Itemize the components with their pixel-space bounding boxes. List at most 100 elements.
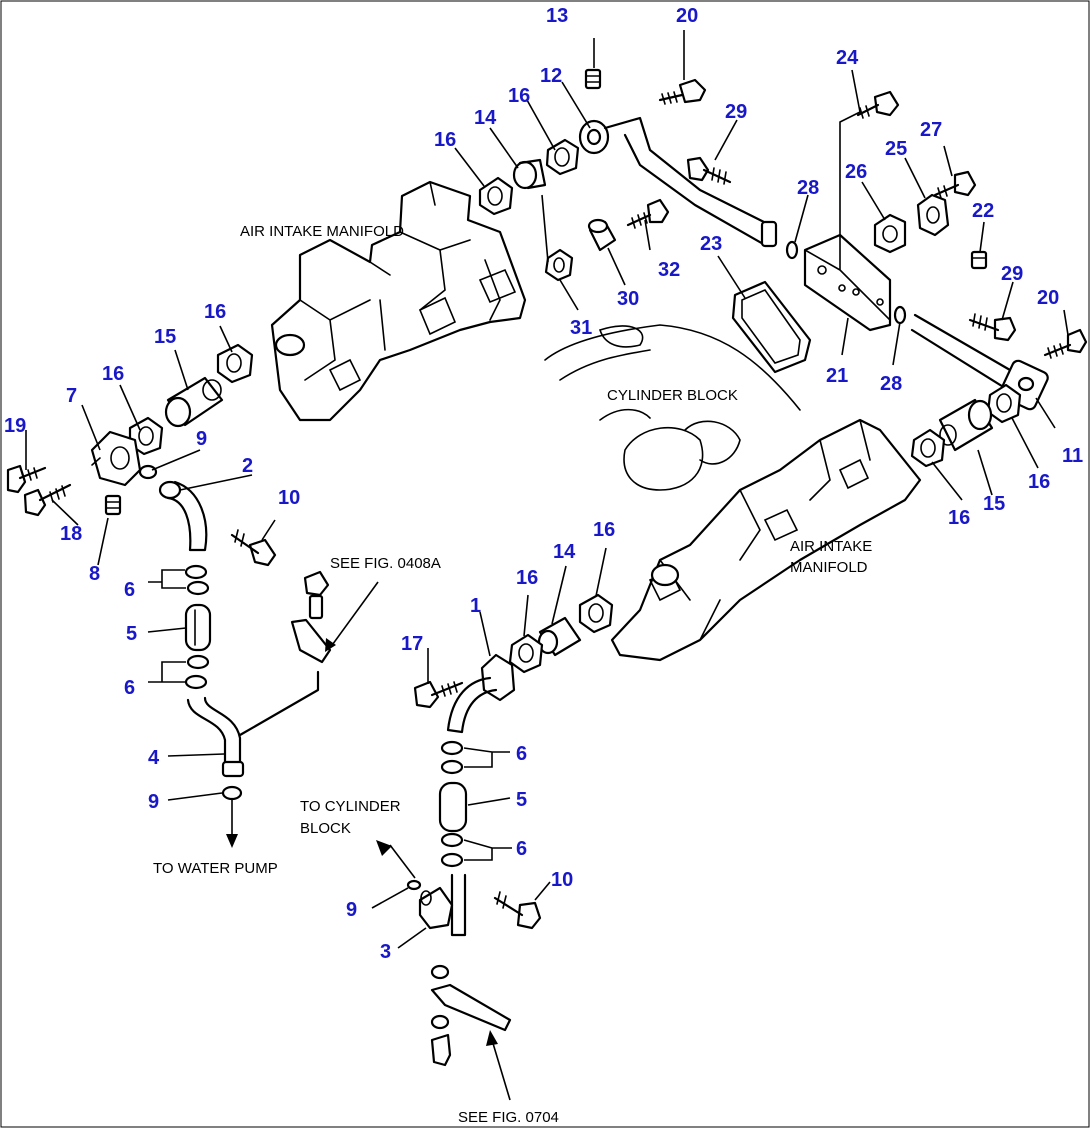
cylinder-block-outline bbox=[544, 324, 801, 491]
connector-15-right bbox=[938, 398, 994, 452]
callout-14-lower: 14 bbox=[553, 541, 576, 563]
callout-16-left-a: 16 bbox=[204, 301, 226, 323]
clamp-6-right-lower bbox=[440, 832, 464, 868]
callout-6-right-lower: 6 bbox=[516, 838, 527, 860]
clamp-6-right-upper bbox=[440, 740, 464, 775]
callout-3: 3 bbox=[380, 941, 391, 963]
oring-9-lower bbox=[406, 879, 422, 891]
oring-9-left bbox=[138, 464, 158, 480]
bolt-27 bbox=[933, 170, 977, 199]
callout-5-left: 5 bbox=[126, 623, 137, 645]
callout-22: 22 bbox=[972, 200, 994, 222]
annotation-to-water-pump: TO WATER PUMP bbox=[153, 860, 278, 877]
bolt-20-upper bbox=[658, 78, 707, 105]
gasket-16-lower-b bbox=[508, 633, 544, 674]
oring-9-pump bbox=[221, 785, 243, 801]
gasket-31 bbox=[544, 248, 574, 282]
callout-16-lower-a: 16 bbox=[593, 519, 615, 541]
bracket-7 bbox=[90, 430, 142, 487]
callout-16-right-b: 16 bbox=[948, 507, 970, 529]
callout-15-left: 15 bbox=[154, 326, 176, 348]
bracket-0408a bbox=[290, 570, 332, 664]
annotation-to-cylinder-block-2: BLOCK bbox=[300, 820, 351, 837]
annotation-see-fig-0408a: SEE FIG. 0408A bbox=[330, 555, 441, 572]
callout-26: 26 bbox=[845, 161, 867, 183]
callout-17: 17 bbox=[401, 633, 423, 655]
hose-5-right bbox=[438, 781, 468, 833]
callout-19: 19 bbox=[4, 415, 26, 437]
gasket-16-upper-a bbox=[478, 176, 514, 216]
callout-2: 2 bbox=[242, 455, 253, 477]
callout-25: 25 bbox=[885, 138, 907, 160]
elbow-pipe-2 bbox=[158, 480, 208, 552]
callout-6-left-upper: 6 bbox=[124, 579, 135, 601]
hose-5-left bbox=[184, 603, 212, 652]
callout-21: 21 bbox=[826, 365, 848, 387]
callout-28-right: 28 bbox=[880, 373, 902, 395]
bolt-29-upper bbox=[686, 156, 732, 185]
bolt-10-upper bbox=[230, 529, 277, 567]
annotation-cylinder-block: CYLINDER BLOCK bbox=[607, 387, 738, 404]
callout-labels: 13 20 12 16 14 16 29 24 27 25 26 28 22 2… bbox=[4, 5, 1083, 963]
callout-16-left-b: 16 bbox=[102, 363, 124, 385]
callout-16-right-a: 16 bbox=[1028, 471, 1050, 493]
elbow-pipe-1 bbox=[446, 653, 516, 734]
callout-7: 7 bbox=[66, 385, 77, 407]
callout-16-top-a: 16 bbox=[434, 129, 456, 151]
plug-8 bbox=[104, 494, 122, 516]
callout-18: 18 bbox=[60, 523, 82, 545]
gasket-16-right-b bbox=[910, 428, 946, 468]
annotation-see-fig-0704: SEE FIG. 0704 bbox=[458, 1109, 559, 1126]
callout-30: 30 bbox=[617, 288, 639, 310]
callout-9-pump: 9 bbox=[148, 791, 159, 813]
bolt-18 bbox=[23, 483, 72, 517]
callout-6-right-upper: 6 bbox=[516, 743, 527, 765]
pipe-4 bbox=[186, 670, 320, 778]
lower-air-intake-manifold bbox=[610, 418, 922, 662]
callout-24: 24 bbox=[836, 47, 859, 69]
callout-16-top-b: 16 bbox=[508, 85, 530, 107]
callout-11: 11 bbox=[1062, 445, 1083, 467]
callout-13: 13 bbox=[546, 5, 568, 27]
gasket-25 bbox=[916, 193, 950, 237]
callout-8: 8 bbox=[89, 563, 100, 585]
callout-9-lower: 9 bbox=[346, 899, 357, 921]
callout-6-left-lower: 6 bbox=[124, 677, 135, 699]
gasket-16-left-a bbox=[216, 343, 254, 384]
callout-15-right: 15 bbox=[983, 493, 1005, 515]
bolt-20-right bbox=[1043, 328, 1088, 359]
oring-28-lower bbox=[893, 305, 907, 325]
callout-27: 27 bbox=[920, 119, 942, 141]
lower-fittings-0704 bbox=[430, 964, 512, 1067]
upper-air-intake-manifold bbox=[270, 180, 527, 422]
bolt-32 bbox=[626, 198, 670, 229]
callout-12: 12 bbox=[540, 65, 562, 87]
gasket-16-lower-a bbox=[578, 593, 614, 634]
annotation-to-cylinder-block-1: TO CYLINDER bbox=[300, 798, 401, 815]
callout-14-top: 14 bbox=[474, 107, 497, 129]
gasket-26 bbox=[873, 213, 907, 254]
callout-9-left: 9 bbox=[196, 428, 207, 450]
callout-10-upper: 10 bbox=[278, 487, 300, 509]
water-pipe-12 bbox=[578, 116, 778, 248]
callout-28-top: 28 bbox=[797, 177, 819, 199]
callout-20-right: 20 bbox=[1037, 287, 1059, 309]
clamp-6-upper-pair bbox=[184, 564, 210, 596]
annotation-air-intake-manifold-lower-1: AIR INTAKE bbox=[790, 538, 872, 555]
annotation-air-intake-manifold-lower-2: MANIFOLD bbox=[790, 559, 868, 576]
callout-10-lower: 10 bbox=[551, 869, 573, 891]
gasket-23 bbox=[731, 280, 812, 374]
tee-pipe-3 bbox=[418, 873, 467, 937]
leader-lines bbox=[25, 30, 1069, 1101]
connector-30 bbox=[587, 218, 617, 252]
bolt-17 bbox=[413, 680, 464, 709]
bolt-24 bbox=[856, 90, 900, 119]
callout-29-right: 29 bbox=[1001, 263, 1023, 285]
callout-16-lower-b: 16 bbox=[516, 567, 538, 589]
plug-22 bbox=[970, 250, 988, 270]
callout-31: 31 bbox=[570, 317, 592, 339]
callout-1: 1 bbox=[470, 595, 481, 617]
callout-23: 23 bbox=[700, 233, 722, 255]
plug-13 bbox=[584, 68, 602, 90]
